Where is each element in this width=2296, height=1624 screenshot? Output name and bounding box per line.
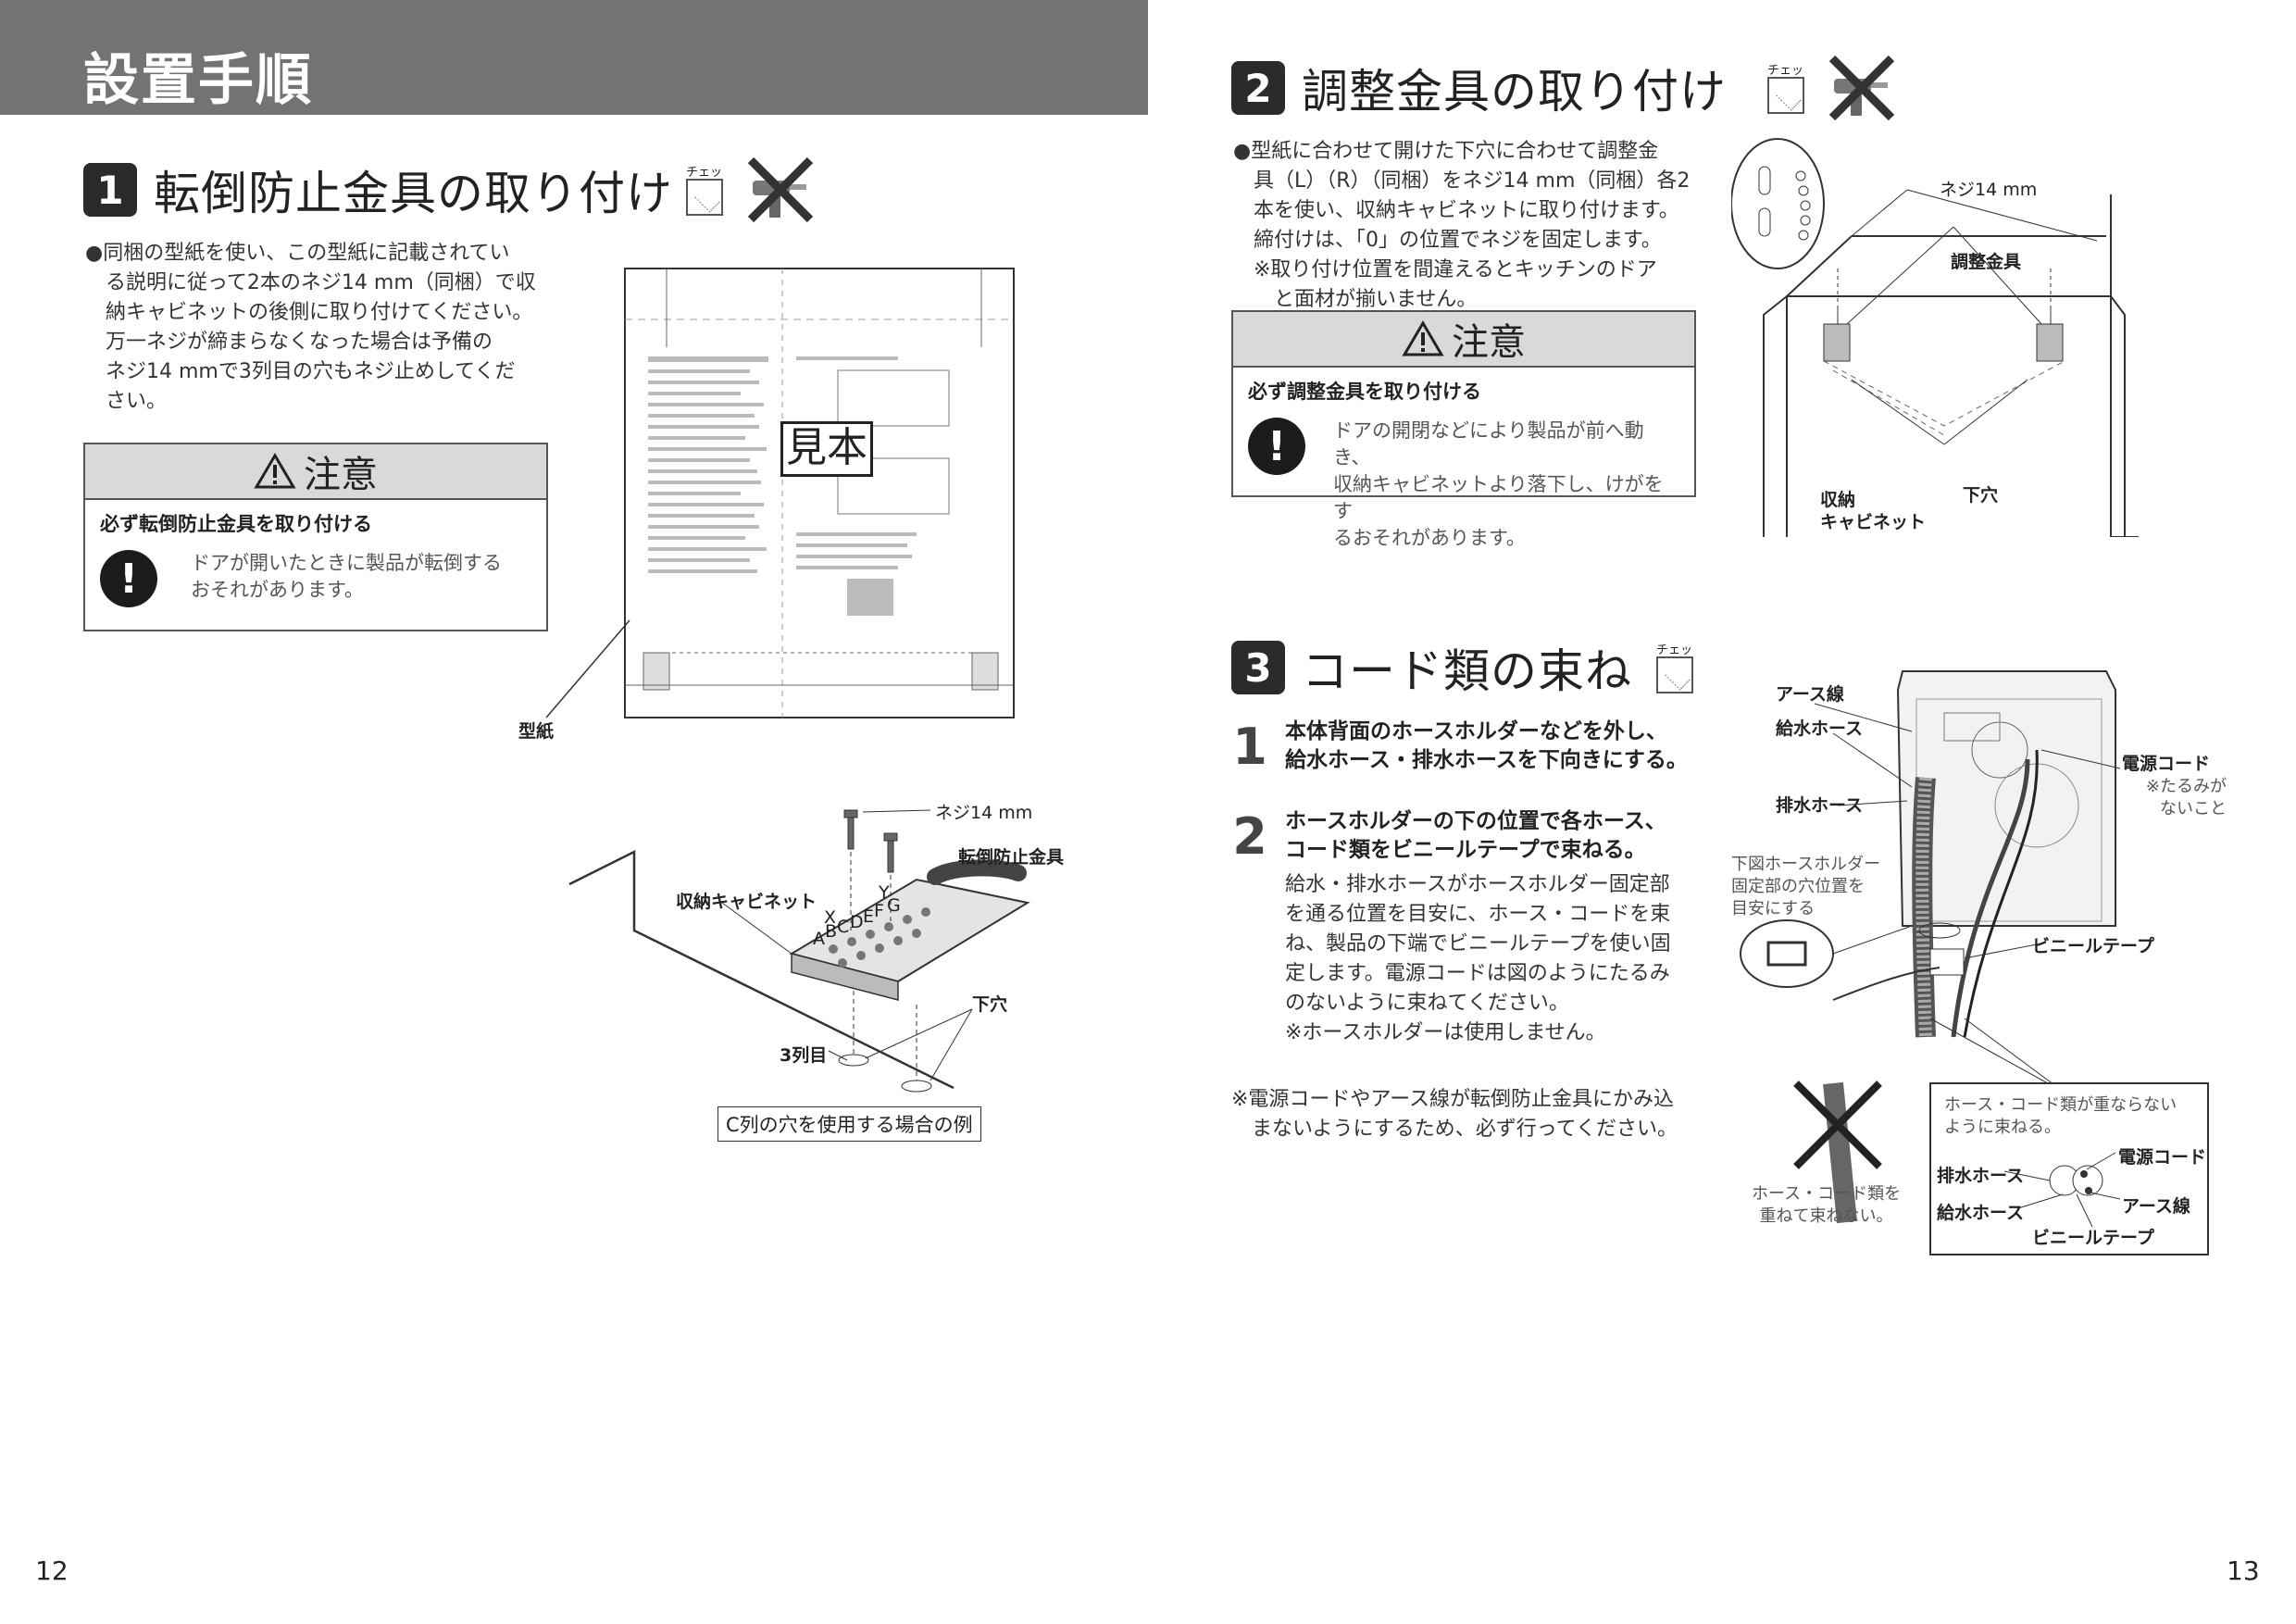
power-cord-label: 電源コード [2122,754,2211,774]
cross-section-power-cord-label: 電源コード [2118,1147,2207,1168]
no-power-drill-icon [747,156,814,223]
hole-letter-b: B [825,921,838,942]
vinyl-tape-label: ビニールテープ [2032,936,2154,956]
hole-letter-d: D [850,912,864,932]
step1-description: ●同梱の型紙を使い、この型紙に記載されてい る説明に従って2本のネジ14 mm（… [85,242,536,413]
caution-subheading: 必ず転倒防止金具を取り付ける [100,513,372,535]
exclamation-icon: ! [1248,418,1305,475]
cross-section-earth-wire-label: アース線 [2122,1196,2190,1217]
screw-label: ネジ14 mm [1940,180,2038,200]
step3-heading: 3 コード類の束ね チェック [1231,634,1701,701]
step3-badge: 3 [1231,641,1285,694]
cross-section-drain-hose-label: 排水ホース [1937,1166,2025,1186]
row3-label: 3列目 [780,1045,828,1066]
example-caption: C列の穴を使用する場合の例 [718,1106,981,1142]
adjuster-label: 調整金具 [1951,252,2022,272]
template-sheet-drawing [545,268,1015,718]
cross-section-tape-label: ビニールテープ [2032,1228,2154,1248]
step2-badge: 2 [1231,61,1285,115]
hole-letter-f: F [874,901,884,921]
page-title-bar: 設置手順 [0,0,1148,115]
template-label: 型紙 [518,721,555,742]
step1-badge: 1 [83,163,137,217]
bracket-illustration: ネジ14 mm 転倒防止金具 収納キャビネット X A B C D E F G … [565,792,1083,1143]
adjuster-illustration: ネジ14 mm 調整金具 下穴 収納 キャビネット [1730,130,2139,538]
cabinet-label: 収納キャビネット [676,892,817,912]
step3-sub2: 2 ホースホルダーの下の位置で各ホース、 コード類をビニールテープで束ねる。 給… [1232,807,1671,1044]
warning-triangle-icon [254,453,296,489]
check-icon: チェック [1764,60,1812,116]
cross-section-supply-hose-label: 給水ホース [1937,1203,2025,1223]
page-title: 設置手順 [83,48,313,113]
step2-caution-box: 注意 必ず調整金具を取り付ける ! ドアの開閉などにより製品が前へ動き、 収納キ… [1231,310,1696,549]
hole-letter-e: E [863,906,875,927]
bracket-drawing [568,809,1030,1093]
step3-sub1: 1 本体背面のホースホルダーなどを外し、 給水ホース・排水ホースを下向きにする。 [1232,718,1688,776]
washer-back-drawing [1740,670,2209,1255]
bracket-label: 転倒防止金具 [958,847,1065,868]
pilot-hole-label: 下穴 [1963,485,1999,506]
no-power-drill-icon [1828,55,1895,121]
template-illustration: 見本 型紙 [518,264,1037,745]
drain-hose-label: 排水ホース [1776,795,1864,816]
sample-stamp: 見本 [780,421,873,477]
hole-letter-x: X [824,907,837,928]
step2-description: ●型紙に合わせて開けた下穴に合わせて調整金 具（L）（R）（同梱）をネジ14 m… [1233,140,1691,311]
warning-triangle-icon [1402,320,1444,356]
step2-heading: 2 調整金具の取り付け チェック [1231,51,1899,125]
exclamation-icon: ! [100,550,157,607]
hole-letter-g: G [887,895,901,916]
hole-letter-c: C [837,917,850,937]
no-slack-note: ※たるみが ないこと [2145,777,2227,818]
page-number-left: 12 [35,1555,69,1586]
holder-position-note: 下図ホースホルダー 固定部の穴位置を 目安にする [1731,855,1881,918]
correct-bundling-note: ホース・コード類が重ならない ように束ねる。 [1944,1095,2177,1137]
wrong-bundling-note: ホース・コード類を 重ねて束ねない。 [1752,1184,1902,1226]
page-number-right: 13 [2227,1555,2260,1586]
step1-heading: 1 転倒防止金具の取り付け チェック [83,153,817,227]
caution-heading: 注意 [1233,312,1694,368]
step2-title: 調整金具の取り付け [1302,65,1727,119]
step3-title: コード類の束ね [1302,644,1632,698]
caution-subheading: 必ず調整金具を取り付ける [1248,381,1481,403]
step1-title: 転倒防止金具の取り付け [154,167,673,220]
screw-label: ネジ14 mm [935,803,1033,823]
step1-caution-box: 注意 必ず転倒防止金具を取り付ける ! ドアが開いたときに製品が転倒する おそれ… [83,443,548,631]
step3-note: ※電源コードやアース線が転倒防止金具にかみ込 まないようにするため、必ず行ってく… [1231,1088,1678,1141]
hose-bundle-illustration: アース線 給水ホース 排水ホース 電源コード ※たるみが ないこと 下図ホースホ… [1722,648,2240,1259]
cabinet-label: 収納 キャビネット [1820,490,1927,532]
caution-heading: 注意 [85,444,546,500]
hole-letter-y: Y [879,882,890,903]
cabinet-drawing [1730,138,2139,538]
hole-letter-a: A [813,929,825,949]
supply-hose-label: 給水ホース [1776,718,1864,739]
check-icon: チェック [682,162,730,218]
earth-wire-label: アース線 [1776,684,1844,705]
check-icon: チェック [1653,640,1701,695]
pilot-hole-label: 下穴 [972,994,1008,1015]
